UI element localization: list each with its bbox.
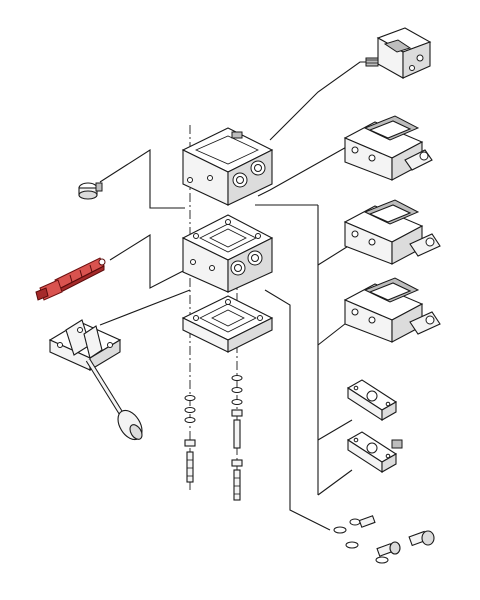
push-button [78, 182, 103, 200]
leader-manual-lever [99, 289, 191, 326]
solenoid-valve-3 [343, 277, 441, 343]
leader-top-connector [269, 61, 375, 141]
manual-lever-assembly [48, 319, 143, 441]
leader-valve-1 [257, 144, 351, 197]
bottom-fasteners [333, 515, 435, 564]
middle-manifold [181, 214, 274, 293]
fastener-stack-left [184, 395, 196, 483]
cover-plate-2 [346, 431, 403, 474]
fastener-stack-right [231, 375, 243, 501]
leader-screws [264, 289, 331, 531]
center-axes [189, 125, 238, 500]
leader-left-button [99, 148, 185, 209]
leader-plate-1 [317, 419, 353, 441]
solenoid-valve-2 [343, 199, 441, 265]
highlighted-lever-part [35, 257, 106, 301]
gasket-plate [181, 295, 274, 353]
leader-red-lever [109, 234, 186, 289]
electrical-connector [365, 27, 432, 79]
upper-housing [181, 127, 274, 206]
leader-valve-2 [317, 244, 351, 266]
leader-plate-2 [317, 469, 353, 496]
solenoid-valve-1 [343, 115, 433, 181]
leader-lines [99, 61, 375, 531]
cover-plate-1 [346, 379, 398, 422]
